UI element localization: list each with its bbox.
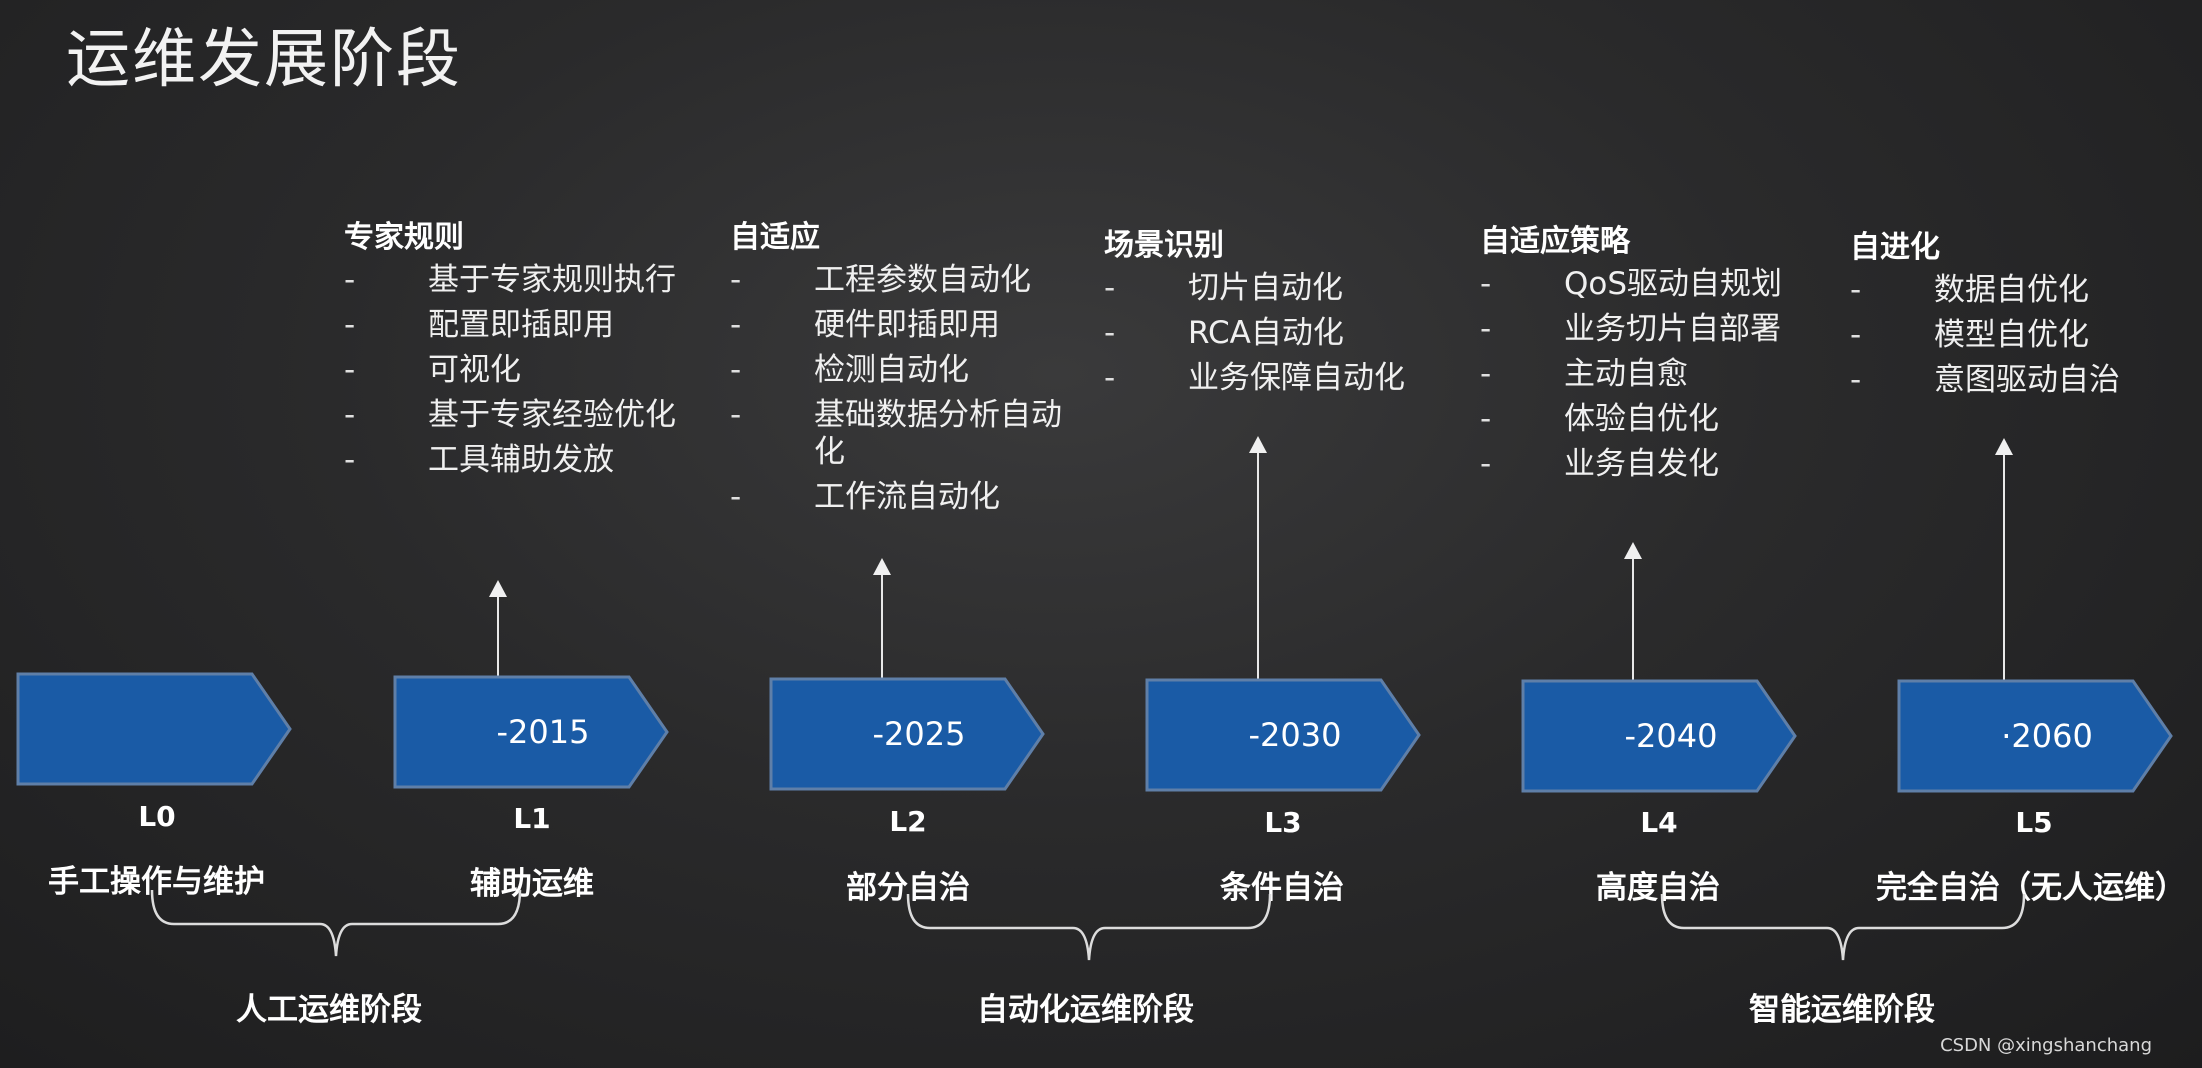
phase-label-automation: 自动化运维阶段	[977, 992, 1194, 1028]
level-code-l4: L4	[1640, 806, 1678, 839]
list-item: -配置即插即用	[344, 307, 614, 343]
chevron-l5: ·2060	[1897, 679, 2173, 793]
list-item: -硬件即插即用	[730, 307, 1000, 343]
level-code-l3: L3	[1264, 806, 1302, 839]
capability-column-l2: 自适应 -工程参数自动化 -硬件即插即用 -检测自动化 -基础数据分析自动化 -…	[730, 212, 1070, 524]
list-item: -QoS驱动自规划	[1480, 266, 1783, 302]
chevron-l3: -2030	[1145, 678, 1421, 792]
autonomy-label-l5: 完全自治（无人运维）	[1876, 870, 2186, 906]
list-item: -工具辅助发放	[344, 442, 614, 478]
up-arrow-line	[1632, 558, 1634, 684]
list-item: -RCA自动化	[1104, 315, 1344, 351]
phase-brace-automation	[906, 893, 1272, 961]
year-label: -2025	[872, 715, 966, 753]
capability-column-l5: 自进化 -数据自优化 -模型自优化 -意图驱动自治	[1850, 222, 2180, 407]
year-label: -2015	[496, 713, 590, 751]
capability-column-l1: 专家规则 -基于专家规则执行 -配置即插即用 -可视化 -基于专家经验优化 -工…	[344, 212, 684, 487]
list-item: -意图驱动自治	[1850, 362, 2120, 398]
autonomy-label-l1: 辅助运维	[470, 866, 594, 902]
list-item: -主动自愈	[1480, 356, 1688, 392]
up-arrow-line	[1257, 452, 1259, 684]
up-arrow-line	[2003, 454, 2005, 684]
list-item: -业务切片自部署	[1480, 311, 1781, 347]
list-item: -基于专家经验优化	[344, 397, 676, 433]
autonomy-label-l0: 手工操作与维护	[48, 864, 265, 900]
list-item: -数据自优化	[1850, 272, 2089, 308]
capability-title: 场景识别	[1104, 228, 1224, 263]
level-code-l5: L5	[2015, 806, 2053, 839]
phase-brace-intelligent	[1660, 893, 2026, 961]
year-label: ·2060	[2001, 717, 2093, 755]
up-arrow-icon	[489, 580, 507, 597]
capability-title: 自适应策略	[1480, 224, 1630, 259]
list-item: -基础数据分析自动化	[730, 397, 1062, 470]
phase-label-intelligent: 智能运维阶段	[1749, 992, 1935, 1028]
autonomy-label-l4: 高度自治	[1596, 870, 1720, 906]
list-item: -检测自动化	[730, 352, 969, 388]
capability-column-l4: 自适应策略 -QoS驱动自规划 -业务切片自部署 -主动自愈 -体验自优化 -业…	[1480, 216, 1840, 491]
year-label	[66, 672, 266, 786]
list-item: -体验自优化	[1480, 401, 1719, 437]
list-item: -工程参数自动化	[730, 262, 1031, 298]
list-item: -模型自优化	[1850, 317, 2089, 353]
phase-brace-manual	[150, 889, 522, 957]
page-title: 运维发展阶段	[66, 23, 462, 97]
list-item: -业务保障自动化	[1104, 360, 1405, 396]
up-arrow-icon	[1995, 438, 2013, 455]
list-item: -切片自动化	[1104, 270, 1343, 306]
level-code-l1: L1	[513, 802, 551, 835]
list-item: -工作流自动化	[730, 479, 1000, 515]
capability-title: 自进化	[1850, 230, 1940, 265]
up-arrow-line	[881, 573, 883, 683]
list-item: -基于专家规则执行	[344, 262, 676, 298]
chevron-l2: -2025	[769, 677, 1045, 791]
year-label: -2040	[1624, 717, 1718, 755]
chevron-l4: -2040	[1521, 679, 1797, 793]
capability-column-l3: 场景识别 -切片自动化 -RCA自动化 -业务保障自动化	[1104, 220, 1444, 405]
watermark: CSDN @xingshanchang	[1940, 1035, 2152, 1056]
phase-label-manual: 人工运维阶段	[236, 992, 422, 1028]
level-code-l0: L0	[138, 800, 176, 833]
list-item: -可视化	[344, 352, 521, 388]
level-code-l2: L2	[889, 805, 927, 838]
chevron-l1: -2015	[393, 675, 669, 789]
up-arrow-icon	[1249, 436, 1267, 453]
year-label: -2030	[1248, 716, 1342, 754]
autonomy-label-l3: 条件自治	[1220, 870, 1344, 906]
capability-title: 自适应	[730, 220, 820, 255]
up-arrow-icon	[873, 558, 891, 575]
list-item: -业务自发化	[1480, 446, 1719, 482]
capability-title: 专家规则	[344, 220, 464, 255]
chevron-l0	[16, 672, 292, 786]
up-arrow-line	[497, 596, 499, 682]
up-arrow-icon	[1624, 542, 1642, 559]
